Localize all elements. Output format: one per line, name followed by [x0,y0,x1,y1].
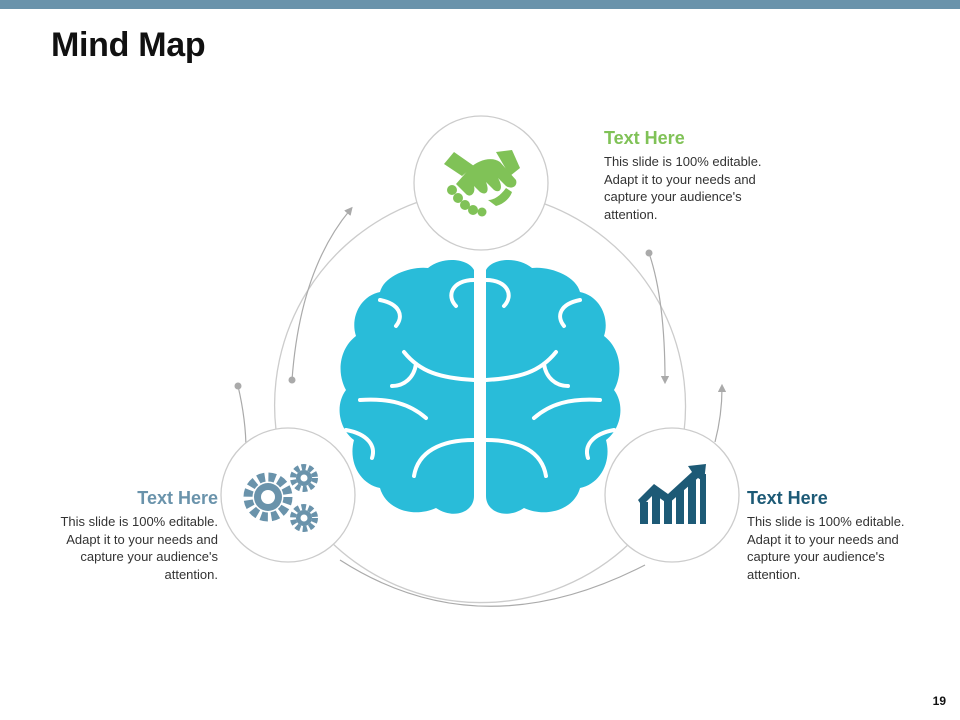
node-left-body: This slide is 100% editable. Adapt it to… [60,514,218,582]
handshake-icon [444,150,520,217]
top-accent-bar [0,0,960,9]
text-block-right: Text Here This slide is 100% editable. A… [747,488,919,583]
arrow-bottom-to-right [339,559,646,607]
arrow-right-up [714,383,727,443]
node-top-body: This slide is 100% editable. Adapt it to… [604,154,762,222]
node-top-heading: Text Here [604,128,685,148]
gears-icon [243,464,318,532]
slide-title: Mind Map [51,26,206,64]
page-number: 19 [932,694,946,708]
arrow-tail-dots [234,249,653,390]
node-top [413,115,549,251]
brain-icon [339,259,621,514]
arrow-left-to-top [291,206,353,381]
node-left [220,427,356,563]
node-right-body: This slide is 100% editable. Adapt it to… [747,514,905,582]
node-left-heading: Text Here [137,488,218,508]
text-block-top: Text Here This slide is 100% editable. A… [604,128,776,223]
node-right-heading: Text Here [747,488,828,508]
arrow-top-to-right [648,252,670,385]
bar-chart-growth-icon [638,464,706,524]
arrow-left-down [237,385,247,451]
text-block-left: Text Here This slide is 100% editable. A… [46,488,218,583]
node-right [604,427,740,563]
